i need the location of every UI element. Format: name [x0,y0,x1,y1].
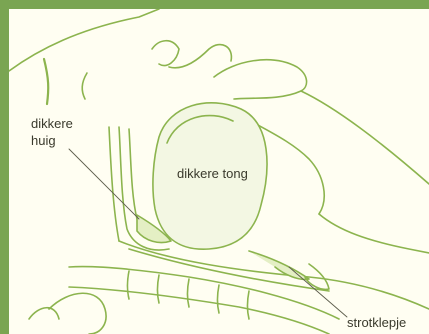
huig-leader-line [69,149,139,219]
vertebra [188,279,190,307]
airway-line [109,127,119,241]
jaw-detail [29,308,59,319]
ear-detail [82,73,87,99]
label-huig: huig [31,133,56,149]
label-dikkere-tong: dikkere tong [177,166,248,182]
spine-lower [69,287,329,334]
label-dikkere: dikkere [31,116,73,132]
eye-outline [152,41,179,66]
head-outline [9,9,159,71]
vertebra [128,271,130,299]
vertebra [248,291,250,319]
epiglottis [249,251,309,279]
lip-outline [214,60,307,99]
ear-outline [44,59,48,104]
chin-outline [319,214,429,253]
vertebra [158,275,160,303]
diagram-panel: dikkere huig dikkere tong strotklepje [9,9,429,334]
throat-outline [119,241,429,309]
palate-inner [129,129,137,219]
vertebra [218,285,220,313]
face-outline [301,91,429,184]
label-strotklepje: strotklepje [347,315,406,331]
